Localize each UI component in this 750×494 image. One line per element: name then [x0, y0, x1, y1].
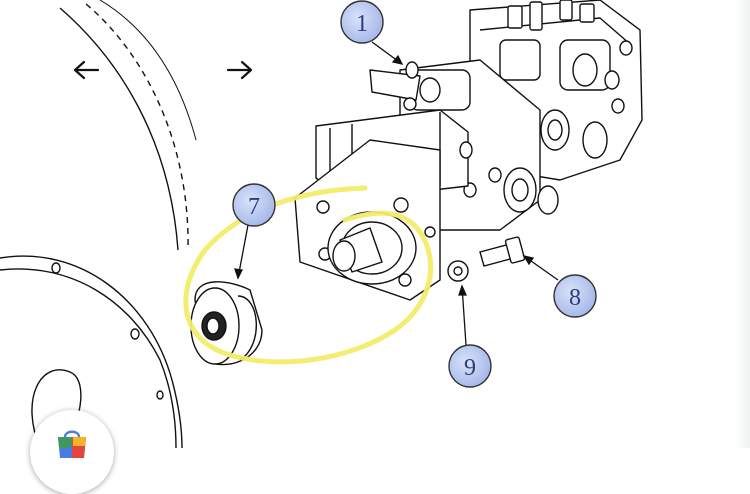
arrow-left-icon — [73, 60, 100, 80]
leader-lines — [234, 41, 559, 346]
callout-8-label: 8 — [569, 285, 581, 311]
callout-9: 9 — [448, 344, 492, 388]
washer — [447, 260, 469, 282]
arrow-right-icon — [226, 60, 253, 80]
shopping-app-button[interactable] — [30, 410, 114, 494]
diagram-viewer: 1 7 8 9 — [0, 0, 643, 449]
flywheel-upper — [59, 0, 197, 251]
next-image-button[interactable] — [220, 52, 260, 88]
previous-image-button[interactable] — [66, 52, 106, 88]
exploded-parts-diagram: 1 7 8 9 — [0, 0, 643, 449]
callout-7-label: 7 — [248, 194, 260, 220]
callout-1-label: 1 — [356, 11, 368, 37]
bolt — [479, 236, 526, 267]
callout-8: 8 — [553, 274, 597, 318]
hydraulic-pump — [294, 0, 643, 301]
callout-9-label: 9 — [464, 355, 476, 381]
highlight-annotation — [183, 185, 434, 365]
scroll-edge — [736, 0, 750, 448]
callout-7: 7 — [232, 183, 276, 227]
callout-1: 1 — [340, 0, 384, 44]
flywheel-lower — [0, 255, 183, 449]
shopping-bag-icon — [58, 430, 86, 458]
coupling-hub — [190, 281, 263, 366]
